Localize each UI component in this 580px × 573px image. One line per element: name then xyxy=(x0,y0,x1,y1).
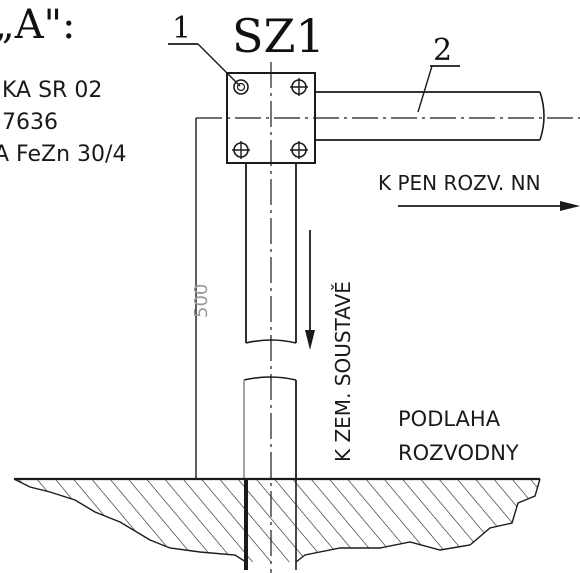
label-to-earthing-system: K ZEM. SOUSTAVĚ xyxy=(331,281,355,462)
spec-line-1: KA SR 02 xyxy=(2,78,102,103)
callout-2-leader xyxy=(417,65,433,113)
dimension-500 xyxy=(187,118,205,480)
callout-1-leader xyxy=(197,43,241,87)
arrow-down-icon xyxy=(305,230,315,350)
arrow-right-icon xyxy=(398,201,580,211)
bolt-top-right xyxy=(290,78,308,96)
dimension-label: 500 xyxy=(191,284,212,318)
floor-hatch xyxy=(14,479,540,562)
bolt-top-left xyxy=(233,79,249,95)
bolt-bottom-left xyxy=(232,141,250,159)
element-label-sz1: SZ1 xyxy=(232,9,325,63)
spec-line-3: A FeZn 30/4 xyxy=(0,142,126,167)
label-floor-line-2: ROZVODNY xyxy=(398,441,519,465)
vertical-strap-upper xyxy=(245,163,297,344)
label-floor-line-1: PODLAHA xyxy=(398,407,501,431)
floor-section xyxy=(13,477,541,563)
callout-1-number: 1 xyxy=(172,11,191,46)
label-to-pen-distribution: K PEN ROZV. NN xyxy=(378,171,541,195)
spec-line-2: 7636 xyxy=(2,110,58,135)
detail-title: „A": xyxy=(0,2,75,48)
bolt-bottom-right xyxy=(290,141,308,159)
callout-2-number: 2 xyxy=(433,33,452,68)
horizontal-strap xyxy=(315,91,545,141)
